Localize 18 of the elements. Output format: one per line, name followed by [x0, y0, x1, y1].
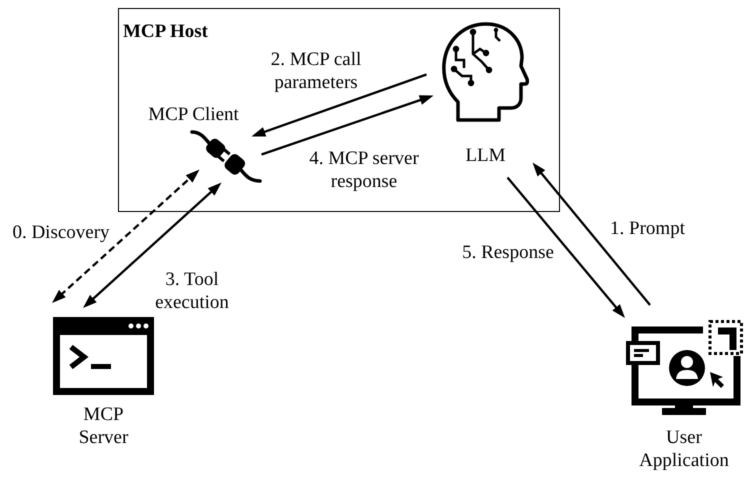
arrow [506, 176, 625, 318]
group-title: MCP Host [123, 20, 208, 43]
edge-label: 0. Discovery [11, 221, 111, 244]
dashed-double-headed-arrow [52, 170, 200, 303]
node-label: MCP Client [147, 103, 240, 126]
arrow [261, 95, 434, 156]
node-label: User Application [638, 426, 730, 472]
arrow [251, 73, 427, 136]
edge-label: 3. Tool execution [154, 268, 230, 314]
edge-label: 1. Prompt [609, 217, 686, 240]
node-label: MCP Server [78, 403, 130, 449]
double-headed-arrow [83, 182, 222, 308]
edge-label: 2. MCP call parameters [270, 48, 362, 94]
arrow [532, 162, 651, 306]
edge-label: 5. Response [461, 241, 555, 264]
host-boundary-box [118, 8, 560, 212]
node-label: LLM [464, 144, 507, 167]
edge-label: 4. MCP server response [308, 147, 420, 193]
